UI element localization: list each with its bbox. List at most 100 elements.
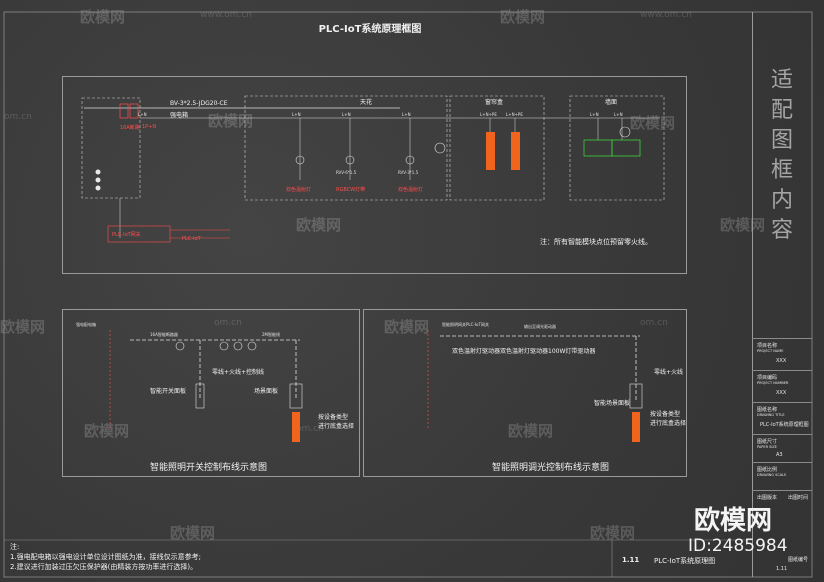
version-label: 出图版本 [757,495,778,501]
ln-label: L+N [614,112,623,117]
curtain-motor-icon [486,132,495,170]
title-block-divider [752,370,812,371]
paper-size-value: A3 [776,452,783,458]
title-block-char: 适 [770,68,793,93]
drawing-title-en: DRAWING TITLE [757,413,785,417]
drawing-title-value: PLC-IoT系统原理框图 [760,422,809,428]
terminal-dot-icon [95,169,101,175]
scene-box [289,383,303,409]
gateway-label: PLC-IoT网关 [112,232,141,238]
drawing-number-label: 图纸编号 [788,557,809,563]
distribution-box-outline [81,97,141,199]
device-note-label: 进行底盒选择 [318,423,355,430]
wall-switch-icon [611,139,641,157]
footer-note-line: 2.建议进行加装过压欠压保护器(由精装方按功率进行选择)。 [10,563,198,571]
lamp-label: 双色温射灯 [398,187,424,193]
watermark-brand: 欧模网 [170,524,216,542]
wire-label: 零线+火线 [654,369,684,376]
lnpe-label: L+N+PE [506,112,523,117]
ln-label: L+N [138,112,147,117]
top-output-label: 输出至调光驱动器 [524,324,556,329]
drawing-title-label: 图纸名称 [757,407,778,413]
spotlight-icon [295,155,305,165]
outer-border [3,11,813,578]
watermark-site: om.cn [4,112,32,122]
ceiling-light-icon [219,341,229,351]
page-title: PLC-IoT系统原理框图 [318,24,422,35]
watermark-brand: 欧模网 [720,216,766,234]
project-number-en: PROJECT NUMBER [757,381,789,385]
device-bar-icon [632,412,640,442]
footer-note-line: 1.强电配电箱以强电设计单位设计图纸为准，接线仅示意参考; [10,553,202,561]
ln-label: L+N [402,112,411,117]
distribution-box-label: 强电箱 [170,112,189,119]
item-label: 16A智能断路器 [150,332,178,337]
watermark-brand: 欧模网 [84,422,130,440]
breaker-icon [129,103,139,119]
logo-brand: 欧模网 [694,506,773,536]
switch-box [195,383,205,409]
project-name-value: XXX [776,358,787,364]
title-block [752,12,813,577]
project-name-en: PROJECT NAME [757,349,784,353]
watermark-brand: 欧模网 [500,8,546,26]
watermark-site: om.cn [296,424,324,434]
driver-label: 双色温射灯驱动器 [500,348,549,355]
breaker-label: 16A断路 [120,125,140,131]
socket-icon [619,126,631,138]
device-note-label: 进行底盒选择 [650,420,687,427]
ceiling-light-icon [175,341,185,351]
scene-panel-label: 智能场景面板 [594,400,631,407]
bottom-right-frame [363,309,687,477]
scale-label: 图纸比例 [757,467,778,473]
title-block-divider [752,490,812,491]
item-label: 强电配电箱 [76,322,96,327]
sensor-icon [434,142,446,154]
top-note: 注：所有智能模块点位预留零火线。 [540,238,652,246]
date-label: 出图时间 [788,495,809,501]
watermark-site: om.cn [640,318,668,328]
ln-label: L+N [292,112,301,117]
lamp-label: 双色温射灯 [286,187,312,193]
device-bar-icon [292,412,300,442]
gateway-box [107,225,171,243]
cable-spec-label: BV-3*2.5-JDG20-CE [170,100,228,107]
item-label: 2M智能线 [262,332,280,337]
ln-label: L+N [342,112,351,117]
lamp-label: RGBCW灯带 [336,187,366,193]
paper-size-label: 图纸尺寸 [757,439,778,445]
watermark-brand: 欧模网 [208,112,254,130]
project-number-label: 项目编码 [757,375,778,381]
watermark-site: www.om.cn [200,10,252,20]
title-block-char: 框 [770,158,793,183]
curtain-motor-icon [511,132,520,170]
project-number-value: XXX [776,390,787,396]
terminal-dot-icon [95,177,101,183]
scale-en: DRAWING SCALE [757,473,787,477]
section-wall-label: 墙面 [605,99,618,106]
title-block-char: 配 [770,98,793,123]
terminal-dot-icon [95,185,101,191]
watermark-brand: 欧模网 [384,318,430,336]
device-note-label: 按设备类型 [318,414,349,421]
watermark-site: www.om.cn [640,10,692,20]
title-block-divider [752,462,812,463]
bottom-left-caption: 智能照明开关控制布线示意图 [150,463,268,473]
watermark-brand: 欧模网 [296,216,342,234]
gateway-label: 智能照明网关PLC-IoT网关 [442,322,489,327]
driver-label: 双色温射灯驱动器 [452,348,501,355]
watermark-brand: 欧模网 [508,422,554,440]
ceiling-light-icon [247,341,257,351]
watermark-brand: 欧模网 [590,524,636,542]
ceiling-group-outline [244,95,448,201]
project-name-label: 项目名称 [757,343,778,349]
scene-panel-label: 场景面板 [254,388,279,395]
watermark-brand: 欧模网 [80,8,126,26]
paper-size-en: PAPER SIZE [757,445,778,449]
watermark-brand: 欧模网 [0,318,46,336]
logo-id: ID:2485984 [688,536,788,556]
lnpe-label: L+N+PE [480,112,497,117]
breaker-label: 1P+N [142,124,157,130]
wall-switch-icon [583,139,613,157]
